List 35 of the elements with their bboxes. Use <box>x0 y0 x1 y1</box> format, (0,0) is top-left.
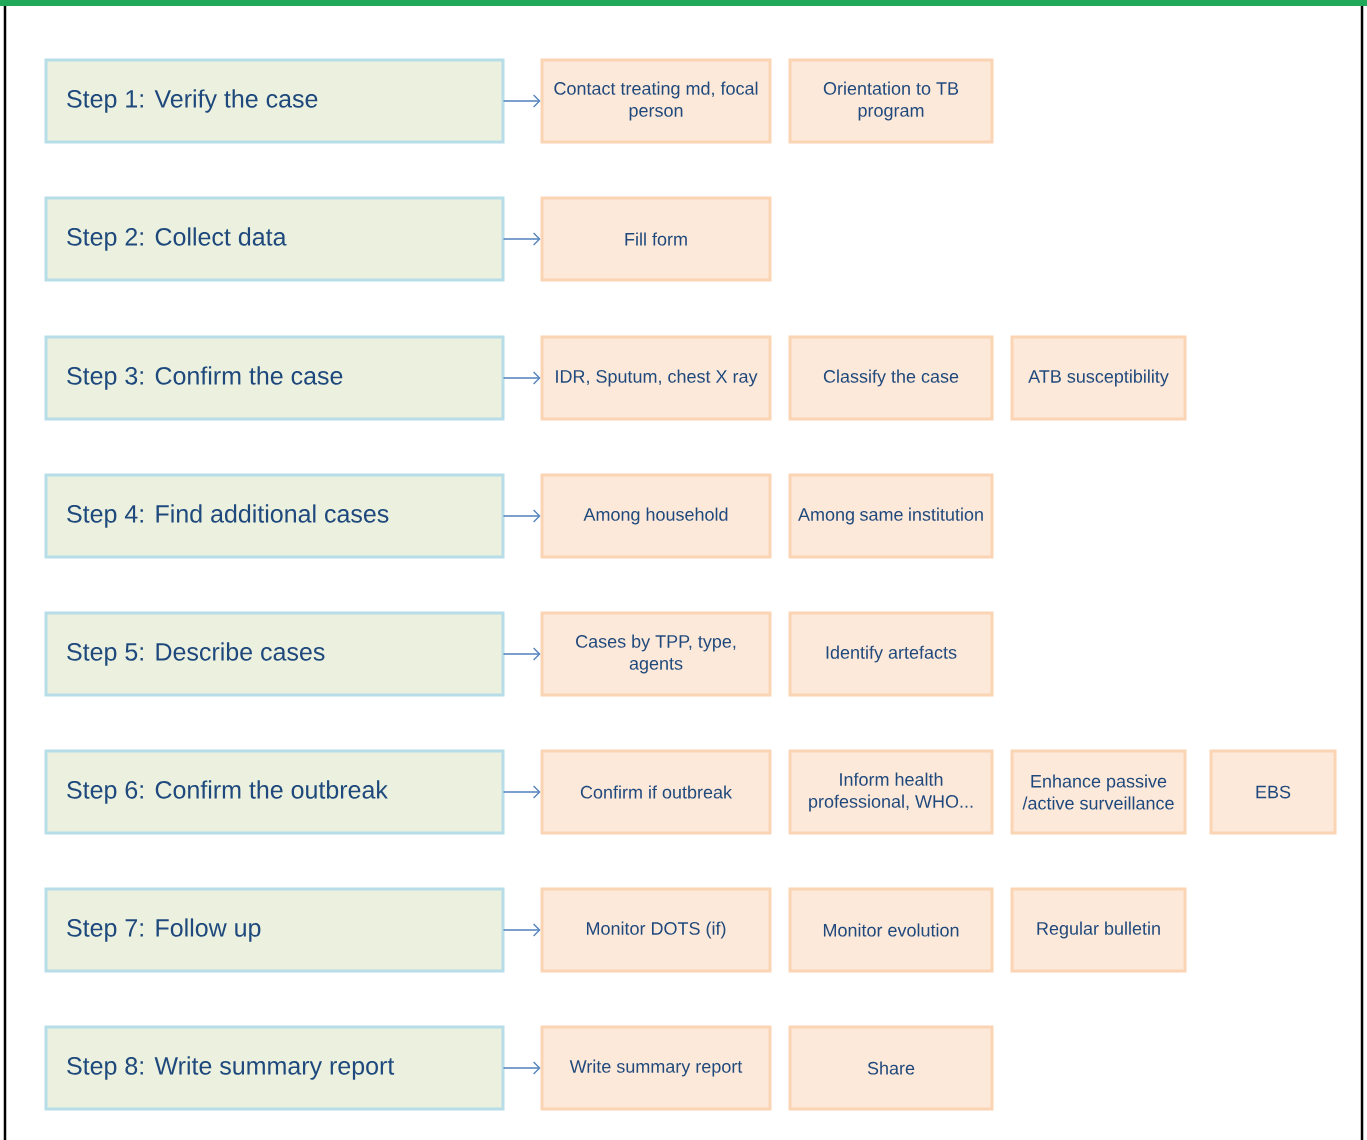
arrow <box>502 785 541 799</box>
task-box: EBS <box>1209 749 1337 835</box>
step-box: Step 6: Confirm the outbreak <box>44 749 505 835</box>
task-box: Identify artefacts <box>788 611 994 697</box>
task-box: Fill form <box>540 196 772 282</box>
arrow <box>502 509 541 523</box>
arrow <box>502 232 541 246</box>
task-box: Confirm if outbreak <box>540 749 772 835</box>
arrow <box>502 923 541 937</box>
step-box: Step 4: Find additional cases <box>44 473 505 559</box>
task-box: Classify the case <box>788 335 994 421</box>
task-box: Monitor evolution <box>788 887 994 973</box>
step-box: Step 8: Write summary report <box>44 1025 505 1111</box>
task-box: Inform health professional, WHO... <box>788 749 994 835</box>
task-box: Cases by TPP, type, agents <box>540 611 772 697</box>
step-box: Step 5: Describe cases <box>44 611 505 697</box>
task-box: Among household <box>540 473 772 559</box>
arrow <box>502 371 541 385</box>
step-box: Step 7: Follow up <box>44 887 505 973</box>
task-box: Monitor DOTS (if) <box>540 887 772 973</box>
task-box: Write summary report <box>540 1025 772 1111</box>
arrow <box>502 94 541 108</box>
task-box: Enhance passive /active surveillance <box>1010 749 1187 835</box>
step-box: Step 3: Confirm the case <box>44 335 505 421</box>
arrow <box>502 1061 541 1075</box>
step-box: Step 2: Collect data <box>44 196 505 282</box>
task-box: IDR, Sputum, chest X ray <box>540 335 772 421</box>
task-box: Share <box>788 1025 994 1111</box>
task-box: Orientation to TB program <box>788 58 994 144</box>
task-box: Among same institution <box>788 473 994 559</box>
task-box: Regular bulletin <box>1010 887 1187 973</box>
task-box: Contact treating md, focal person <box>540 58 772 144</box>
task-box: ATB susceptibility <box>1010 335 1187 421</box>
arrow <box>502 647 541 661</box>
step-box: Step 1: Verify the case <box>44 58 505 144</box>
